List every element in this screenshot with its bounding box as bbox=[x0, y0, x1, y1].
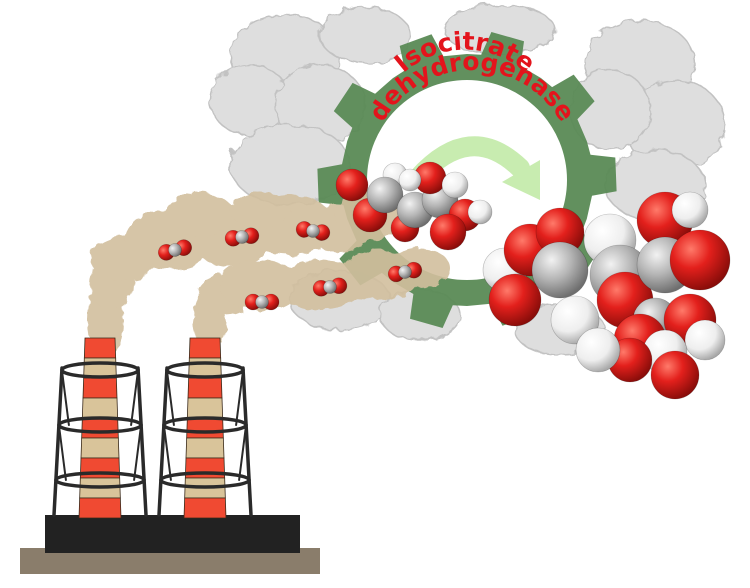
co2-molecule-icon bbox=[387, 261, 423, 283]
co2-molecule-icon bbox=[224, 227, 260, 247]
product-molecule bbox=[482, 191, 731, 400]
co2-molecule-icon bbox=[244, 293, 280, 311]
co2-molecule-icon bbox=[295, 221, 331, 241]
factory-chimneys-icon bbox=[20, 337, 320, 574]
co2-molecule-icon bbox=[312, 277, 348, 297]
co2-molecules bbox=[158, 221, 423, 311]
substrate-molecule bbox=[335, 161, 493, 251]
co2-molecule-icon bbox=[158, 239, 192, 261]
